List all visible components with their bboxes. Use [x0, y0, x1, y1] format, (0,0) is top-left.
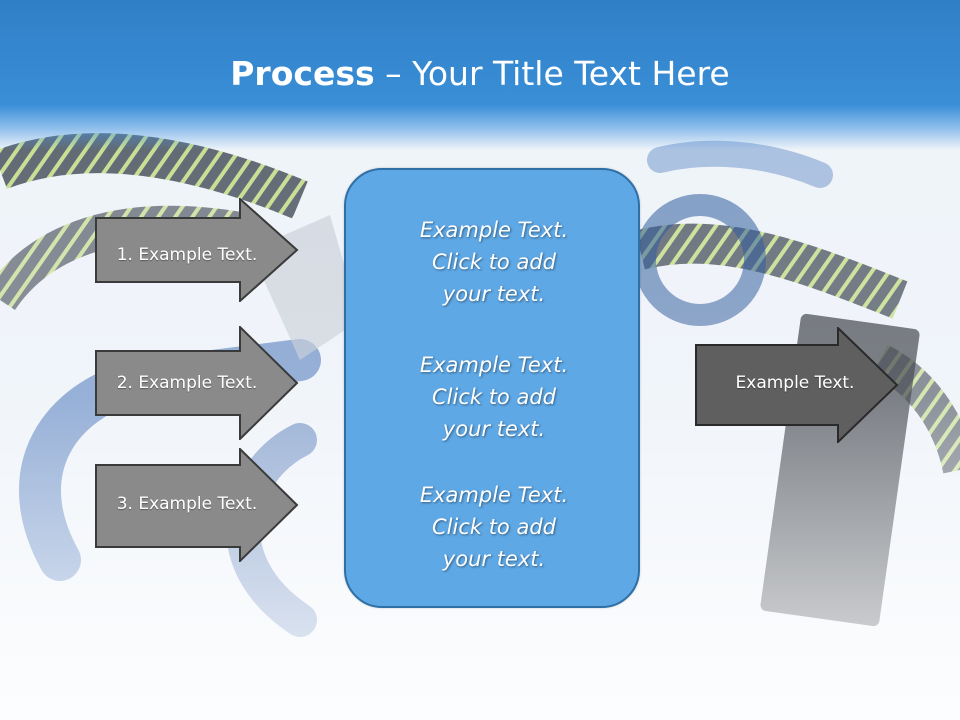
process-text-1-line-1: Example Text. [419, 218, 569, 242]
process-text-2-line-3: your text. [442, 417, 546, 441]
process-text-1-line-3: your text. [442, 282, 546, 306]
output-arrow[interactable] [695, 327, 900, 443]
process-text-3[interactable]: Example Text. Click to add your text. [346, 479, 642, 575]
process-text-3-line-2: Click to add [431, 515, 556, 539]
input-arrow-3-label: 3. Example Text. [116, 494, 258, 514]
title-rest: – Your Title Text Here [374, 54, 730, 93]
input-arrow-2[interactable] [95, 326, 300, 440]
process-box[interactable]: Example Text. Click to add your text. Ex… [344, 168, 640, 608]
process-text-2-line-2: Click to add [431, 385, 556, 409]
process-text-3-line-1: Example Text. [419, 483, 569, 507]
process-text-1[interactable]: Example Text. Click to add your text. [346, 214, 642, 310]
title-bold: Process [230, 54, 375, 93]
process-text-1-line-2: Click to add [431, 250, 556, 274]
process-text-2[interactable]: Example Text. Click to add your text. [346, 349, 642, 445]
input-arrow-3[interactable] [95, 448, 300, 562]
input-arrow-1[interactable] [95, 198, 300, 302]
process-text-2-line-1: Example Text. [419, 353, 569, 377]
process-text-3-line-3: your text. [442, 547, 546, 571]
output-arrow-label: Example Text. [735, 373, 855, 393]
input-arrow-1-label: 1. Example Text. [116, 245, 258, 265]
input-arrow-2-label: 2. Example Text. [116, 373, 258, 393]
slide-title: Process – Your Title Text Here [0, 52, 960, 96]
header-band [0, 0, 960, 150]
